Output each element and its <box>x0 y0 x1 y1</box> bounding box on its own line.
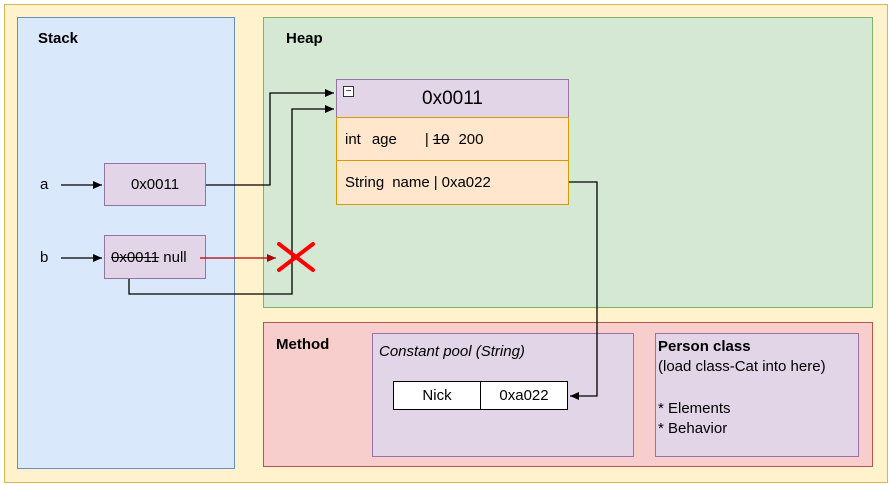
field-age-type: int <box>345 130 361 148</box>
arrow-a-to-object <box>206 89 334 186</box>
entry-address-text: 0xa022 <box>499 387 549 404</box>
person-class-item: * Elements <box>658 400 731 417</box>
variable-b-box: 0x0011 null <box>104 235 206 279</box>
person-class-box: Person class (load class-Cat into here) … <box>655 333 859 457</box>
entry-value-text: Nick <box>422 387 452 404</box>
arrow-b-old-to-object <box>128 105 334 295</box>
field-name-type: String <box>345 174 385 191</box>
constant-pool-entry-address: 0xa022 <box>480 381 568 410</box>
person-class-subtitle: (load class-Cat into here) <box>658 358 826 375</box>
arrow-name-to-pool <box>569 181 598 400</box>
method-title: Method <box>276 336 330 353</box>
field-separator: | <box>433 174 438 191</box>
constant-pool-entry-value: Nick <box>393 381 481 410</box>
field-separator: | <box>424 130 429 148</box>
variable-a-value: 0x0011 <box>130 176 180 193</box>
heap-field-age: int age | 10 200 <box>336 117 569 161</box>
field-age-name: age <box>371 130 397 148</box>
heap-object-address: 0x0011 <box>422 87 483 109</box>
collapse-icon[interactable]: − <box>343 86 354 97</box>
person-class-title: Person class <box>658 338 751 355</box>
variable-b-new-value: null <box>163 248 187 266</box>
heap-title: Heap <box>286 30 323 47</box>
variable-b-label: b <box>40 249 49 266</box>
field-age-value: 200 <box>458 130 484 148</box>
variable-a-label: a <box>40 176 49 193</box>
variable-a-box: 0x0011 <box>104 163 206 206</box>
constant-pool-title: Constant pool (String) <box>379 343 525 360</box>
stack-title: Stack <box>38 30 79 47</box>
broken-reference-x-icon <box>277 242 315 272</box>
heap-object-header: − 0x0011 <box>336 79 569 118</box>
field-age-old-value: 10 <box>432 130 450 148</box>
heap-field-name: String name | 0xa022 <box>336 160 569 205</box>
person-class-item: * Behavior <box>658 420 728 437</box>
field-name-name: name <box>392 174 430 191</box>
field-name-value: 0xa022 <box>441 174 491 191</box>
variable-b-old-value: 0x0011 <box>111 248 160 266</box>
